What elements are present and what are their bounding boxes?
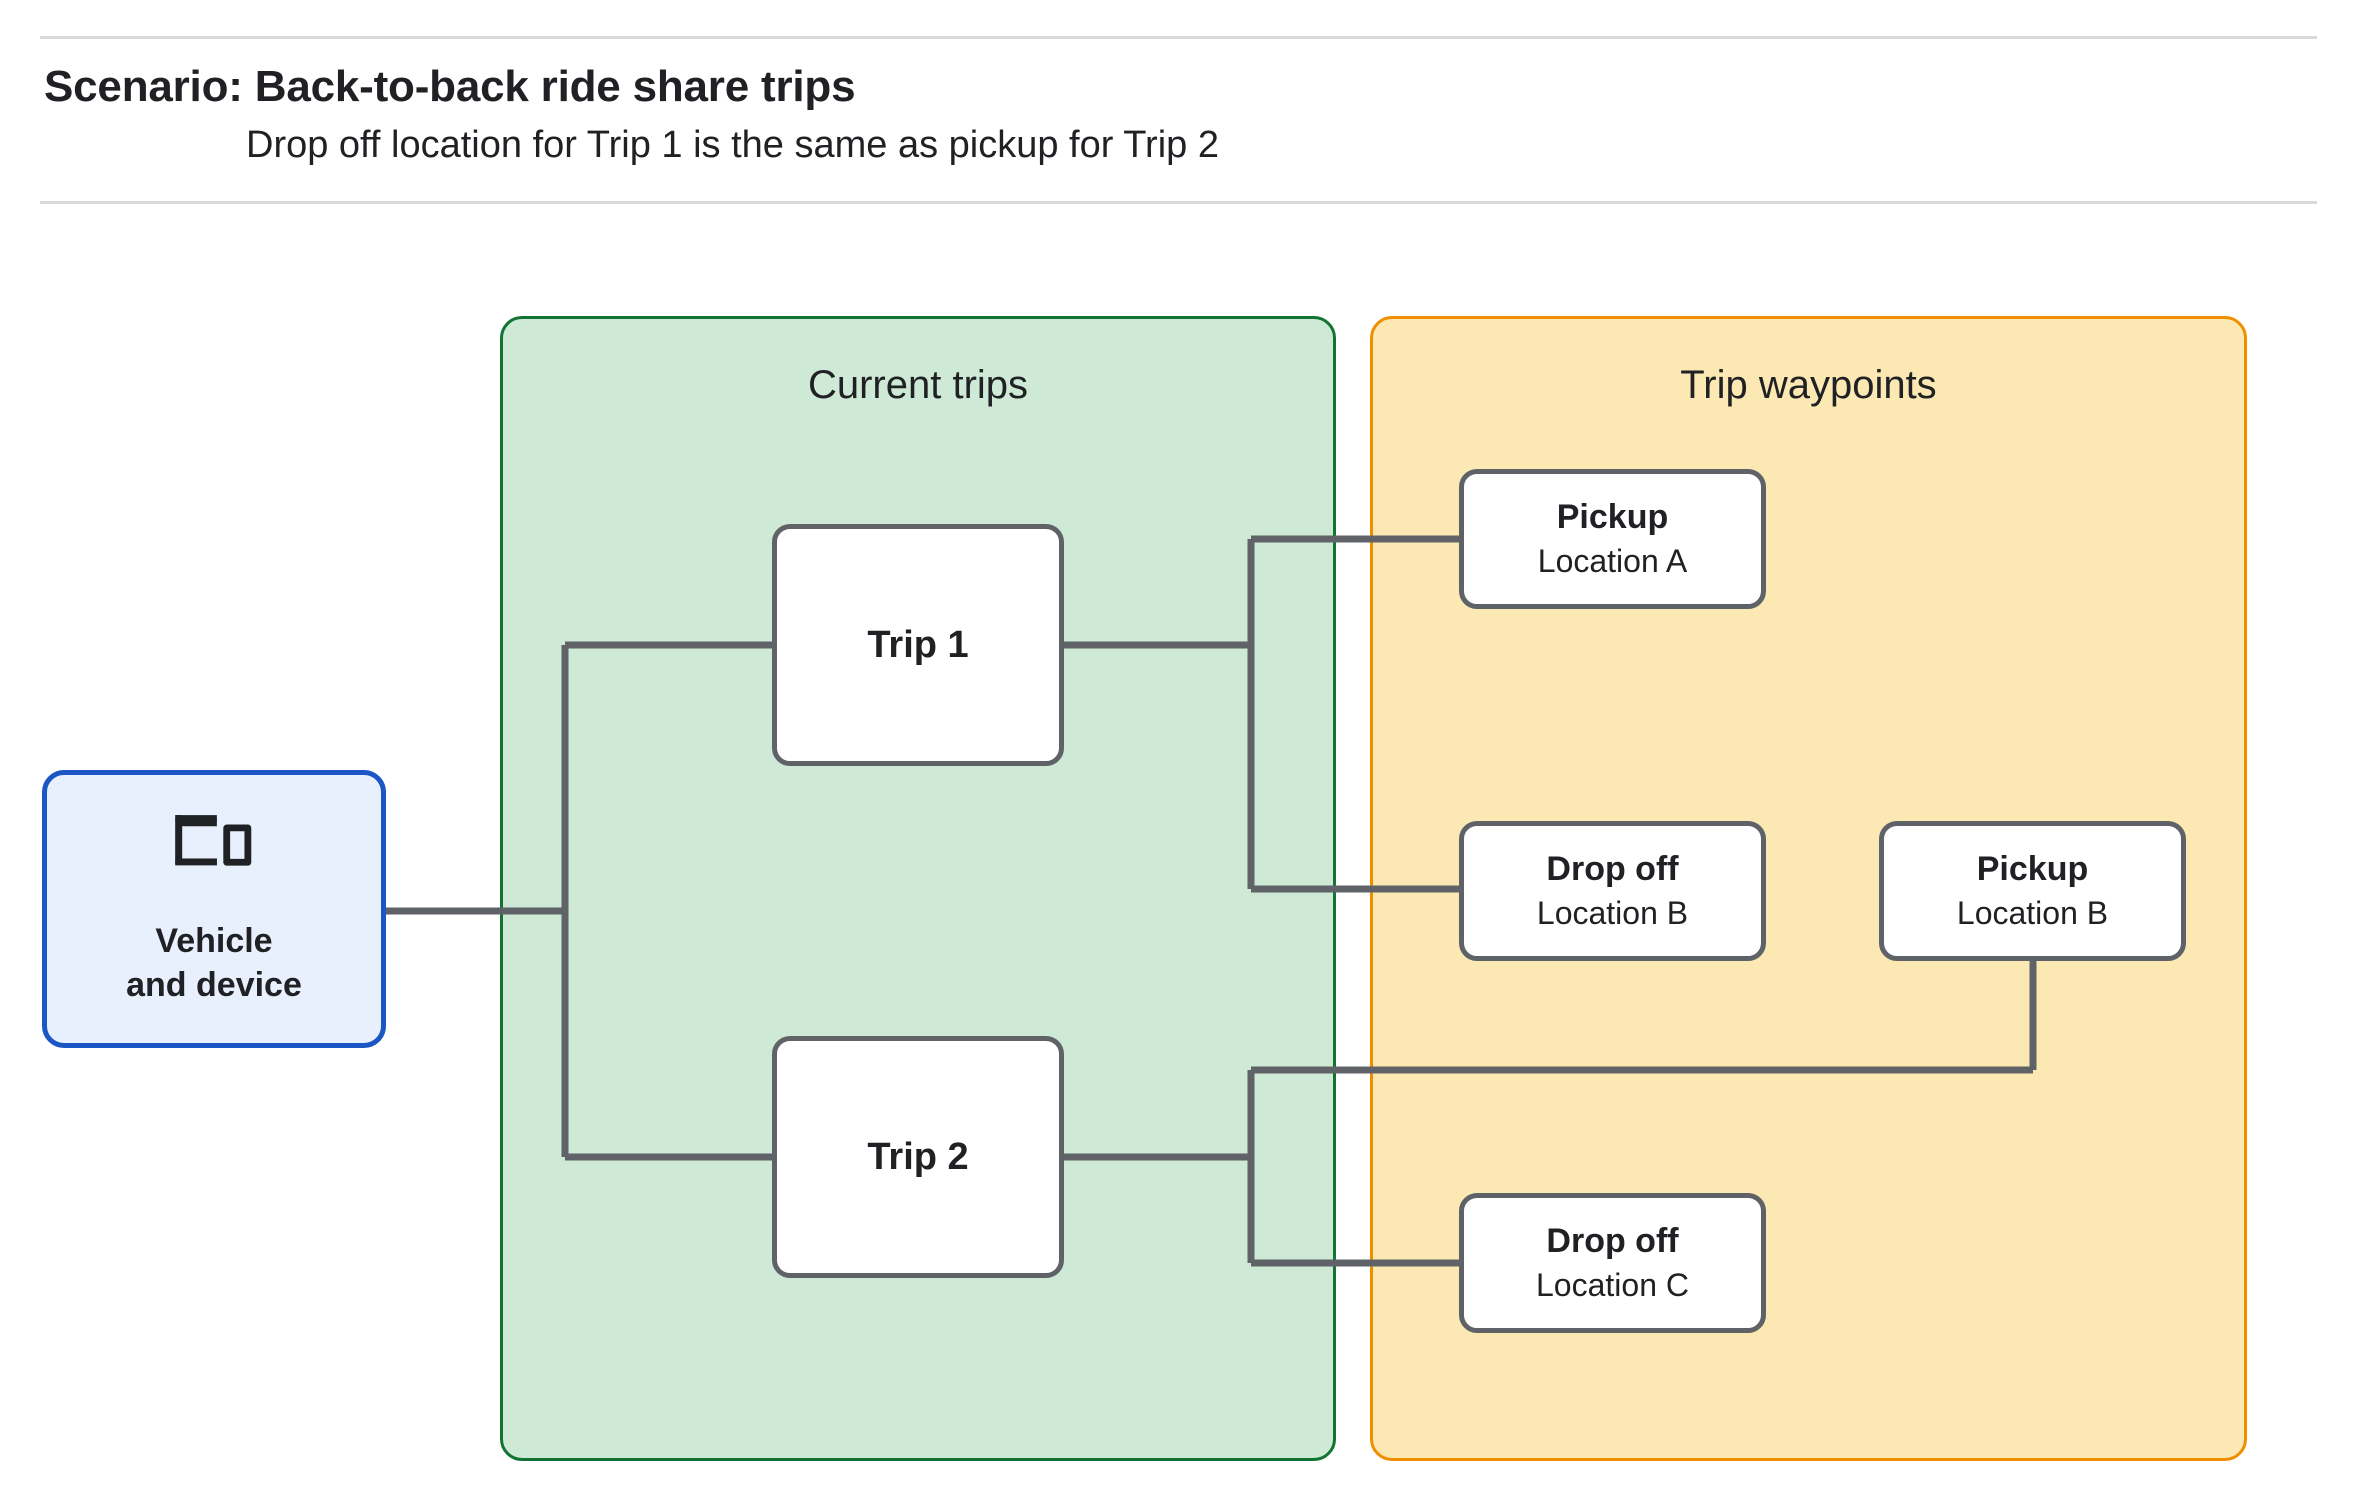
node-vehicle-and-device[interactable]: Vehicle and device [42,770,386,1048]
node-dropoff-location-b[interactable]: Drop off Location B [1459,821,1766,961]
node-pickup-location-b[interactable]: Pickup Location B [1879,821,2186,961]
node-trip-2[interactable]: Trip 2 [772,1036,1064,1278]
node-dropoff-location-c-title: Drop off [1546,1221,1679,1260]
group-trip-waypoints-label: Trip waypoints [1680,363,1937,407]
node-trip-1[interactable]: Trip 1 [772,524,1064,766]
group-current-trips: Current trips [500,316,1336,1461]
header-divider-top [40,36,2317,39]
node-dropoff-location-b-sub: Location B [1536,895,1689,932]
node-dropoff-location-c-sub: Location C [1536,1267,1689,1304]
node-pickup-location-b-title: Pickup [1976,849,2089,888]
node-trip-1-label: Trip 1 [867,623,969,666]
node-pickup-location-a[interactable]: Pickup Location A [1459,469,1766,609]
node-pickup-location-a-sub: Location A [1537,543,1688,580]
header-divider-bottom [40,201,2317,204]
page-subtitle: Drop off location for Trip 1 is the same… [246,124,1219,166]
page-title: Scenario: Back-to-back ride share trips [44,62,856,111]
node-vehicle-label: Vehicle and device [126,921,302,1004]
node-trip-2-label: Trip 2 [867,1135,969,1178]
node-dropoff-location-b-title: Drop off [1546,849,1679,888]
node-dropoff-location-c[interactable]: Drop off Location C [1459,1193,1766,1333]
node-pickup-location-a-title: Pickup [1556,497,1669,536]
devices-icon [175,814,252,866]
node-pickup-location-b-sub: Location B [1956,895,2109,932]
group-current-trips-label: Current trips [807,363,1029,407]
